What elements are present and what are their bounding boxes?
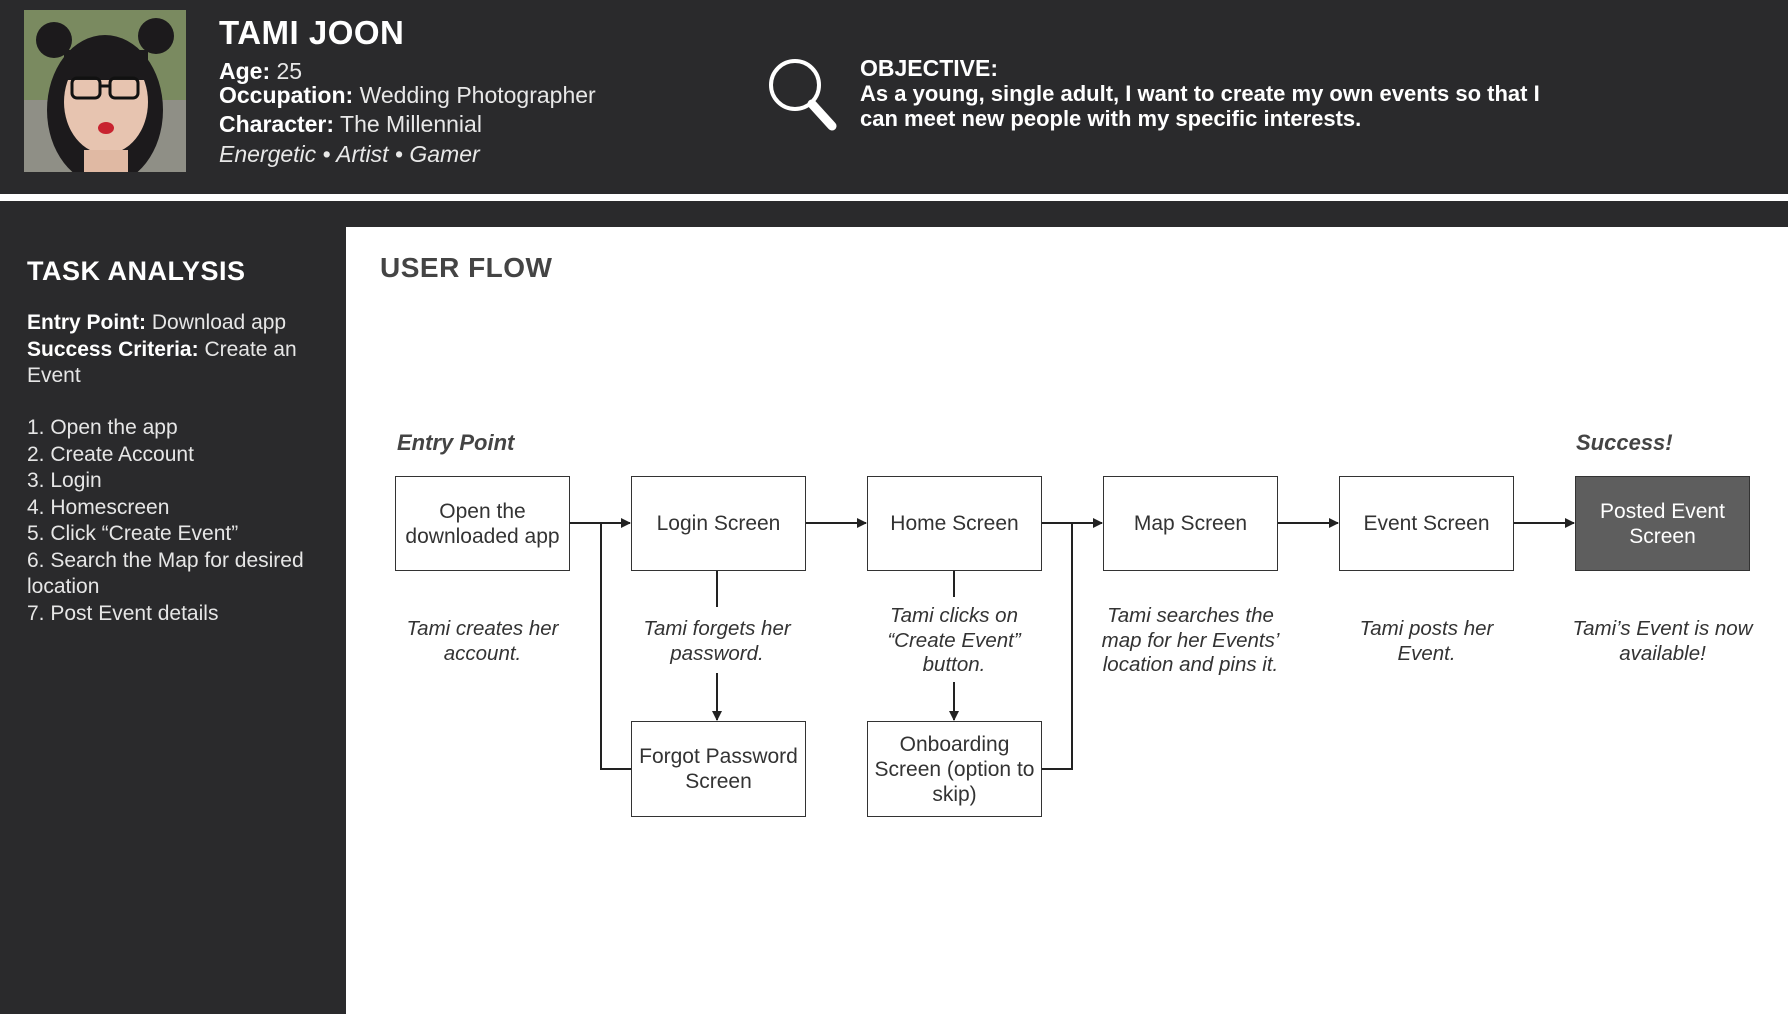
objective-title: OBJECTIVE:: [860, 55, 999, 81]
node-open-app: Open the downloaded app: [395, 476, 570, 571]
entry-point-value: Download app: [151, 311, 287, 334]
objective-text: As a young, single adult, I want to crea…: [860, 81, 1540, 131]
task-step: 4. Homescreen: [27, 495, 170, 519]
persona-traits: Energetic • Artist • Gamer: [219, 141, 480, 167]
note-posted: Tami’s Event is now available!: [1572, 617, 1753, 665]
occupation-value: Wedding Photographer: [359, 82, 596, 108]
user-flow-title: USER FLOW: [380, 252, 553, 283]
node-event-screen: Event Screen: [1339, 476, 1514, 571]
node-login-screen: Login Screen: [631, 476, 806, 571]
entry-point-label: Entry Point:: [27, 311, 146, 334]
task-step: 7. Post Event details: [27, 601, 219, 625]
success-label: Success!: [1576, 430, 1673, 455]
task-step: 2. Create Account: [27, 442, 194, 466]
note-home: Tami clicks on “Create Event” button.: [887, 604, 1021, 676]
task-step: 1. Open the app: [27, 416, 178, 439]
success-criteria-value: Create an Event: [27, 337, 297, 388]
age-value: 25: [276, 58, 303, 84]
task-steps: 1. Open the app 2. Create Account 3. Log…: [27, 415, 317, 627]
success-criteria-label: Success Criteria:: [27, 337, 199, 361]
age-label: Age:: [219, 58, 271, 84]
character-label: Character:: [219, 111, 335, 137]
note-login: Tami forgets her password.: [643, 617, 791, 665]
persona-occupation: Occupation: Wedding Photographer: [219, 82, 596, 109]
node-home-screen: Home Screen: [867, 476, 1042, 571]
persona-name: TAMI JOON: [219, 14, 405, 51]
persona-character: Character: The Millennial: [219, 111, 482, 138]
search-icon: [769, 59, 837, 131]
persona-header: [0, 0, 1788, 194]
task-step: 3. Login: [27, 469, 102, 492]
task-step: 5. Click “Create Event”: [27, 522, 239, 545]
entry-point-label: Entry Point: [397, 430, 515, 455]
success-criteria-line: Success Criteria: Create an Event: [27, 337, 317, 390]
task-analysis-panel: [0, 227, 346, 1014]
task-analysis-criteria: Entry Point: Download app Success Criter…: [27, 310, 317, 390]
task-analysis-title: TASK ANALYSIS: [27, 256, 246, 286]
header-divider: [0, 194, 1788, 201]
persona-age: Age: 25: [219, 58, 302, 85]
note-event: Tami posts her Event.: [1359, 617, 1494, 665]
node-map-screen: Map Screen: [1103, 476, 1278, 571]
character-value: The Millennial: [340, 111, 482, 137]
task-step: 6. Search the Map for desired location: [27, 548, 304, 599]
avatar: [24, 10, 186, 172]
note-map: Tami searches the map for her Events’ lo…: [1101, 604, 1280, 676]
node-onboarding-screen: Onboarding Screen (option to skip): [867, 721, 1042, 817]
avatar-photo: [24, 10, 186, 172]
note-open-app: Tami creates her account.: [406, 617, 559, 665]
node-posted-event-screen: Posted Event Screen: [1575, 476, 1750, 571]
node-forgot-password-screen: Forgot Password Screen: [631, 721, 806, 817]
occupation-label: Occupation:: [219, 82, 354, 108]
entry-point-line: Entry Point: Download app: [27, 310, 317, 337]
